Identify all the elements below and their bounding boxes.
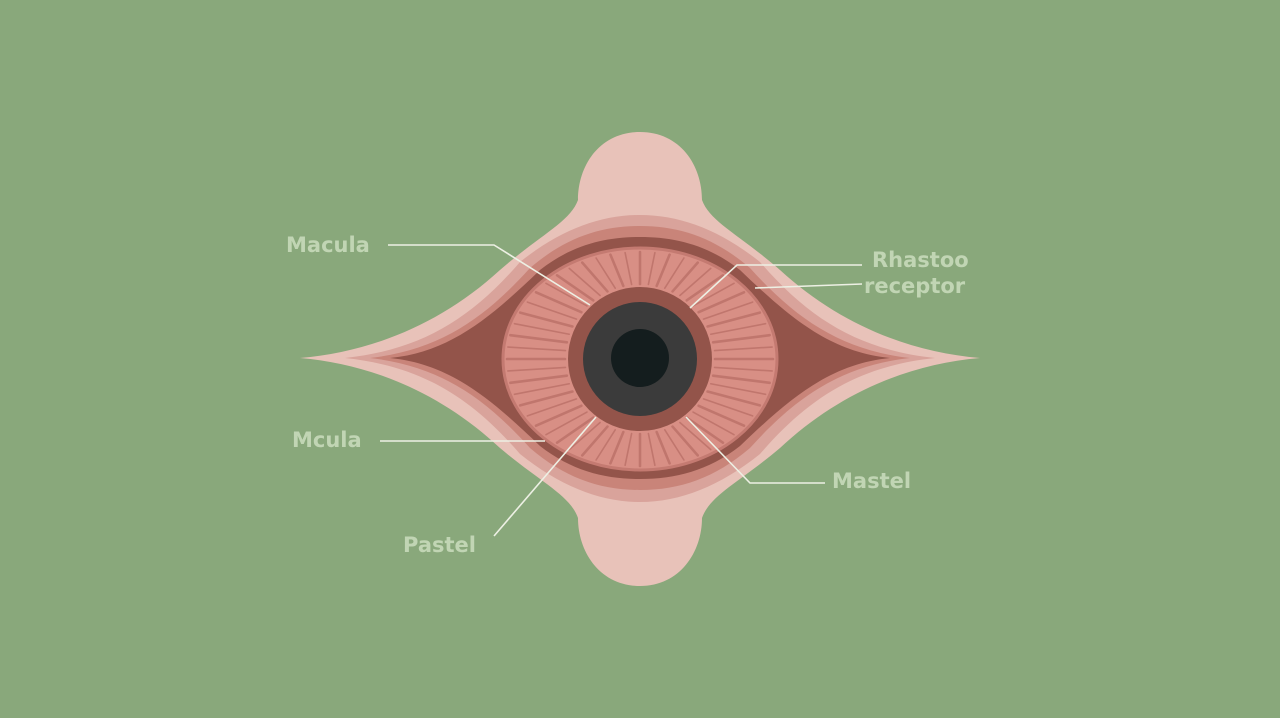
iris-fiber [509, 333, 569, 344]
iris-fiber [624, 251, 633, 286]
iris-fiber [647, 251, 656, 286]
iris-fiber [655, 430, 671, 465]
iris-fiber [709, 322, 767, 336]
iris-fiber [697, 290, 746, 314]
leader-line-macula-top [388, 244, 591, 306]
iris-fiber [507, 346, 567, 352]
iris-fiber [671, 261, 700, 293]
iris-fiber [518, 311, 574, 328]
iris-fiber [711, 374, 771, 385]
iris-fiber [692, 282, 735, 307]
iris-fiber [685, 274, 725, 302]
label-mastel: Mastel [832, 469, 912, 493]
iris-fiber [709, 382, 767, 396]
iris-fiber [702, 301, 754, 320]
iris-fiber [580, 261, 609, 293]
iris-fiber [595, 257, 617, 290]
leader-line-rhastoo [689, 264, 862, 309]
iris-edge [501, 246, 779, 472]
iris-fiber [706, 390, 762, 407]
iris-fiber [624, 432, 633, 467]
leader-line-receptor [754, 283, 863, 289]
pupil [611, 329, 669, 387]
iris-fiber [526, 398, 578, 417]
iris-fiber [609, 430, 625, 465]
iris-fiber [609, 253, 625, 288]
iris-fiber [663, 257, 685, 290]
label-rhastoo: Rhastoo [872, 248, 969, 272]
iris-fiber [545, 411, 588, 436]
iris-fiber [702, 398, 754, 417]
iris-fibers [505, 250, 775, 468]
iris-fiber [555, 416, 595, 444]
iris-fiber [534, 404, 583, 428]
iris-fiber [706, 311, 762, 328]
iris-fiber [647, 432, 656, 467]
iris-fiber [580, 425, 609, 457]
iris-fiber [685, 416, 725, 444]
iris-fiber [713, 366, 773, 372]
iris-fiber [679, 421, 712, 451]
label-mcula: Mcula [292, 428, 362, 452]
iris-fiber [568, 267, 601, 297]
iris-fiber [513, 382, 571, 396]
iris-fiber [713, 346, 773, 352]
iris-fiber [679, 267, 712, 297]
iris-fiber [711, 333, 771, 344]
iris-fiber [526, 301, 578, 320]
iris-fiber [663, 428, 685, 461]
iris-fiber [671, 425, 700, 457]
iris-fiber [568, 421, 601, 451]
iris-fiber [545, 282, 588, 307]
iris-fiber [507, 366, 567, 372]
iris-fiber [655, 253, 671, 288]
label-macula-top: Macula [286, 233, 370, 257]
iris-fiber [518, 390, 574, 407]
iris-fiber [697, 404, 746, 428]
iris-fiber [595, 428, 617, 461]
iris-fiber [509, 374, 569, 385]
leader-line-mastel [685, 416, 825, 484]
label-pastel: Pastel [403, 533, 476, 557]
leader-lines [380, 244, 863, 537]
leader-line-pastel [493, 416, 597, 537]
iris-fiber [692, 411, 735, 436]
label-receptor: receptor [864, 274, 966, 298]
iris-fiber [555, 274, 595, 302]
iris-fiber [534, 290, 583, 314]
iris-fiber [513, 322, 571, 336]
